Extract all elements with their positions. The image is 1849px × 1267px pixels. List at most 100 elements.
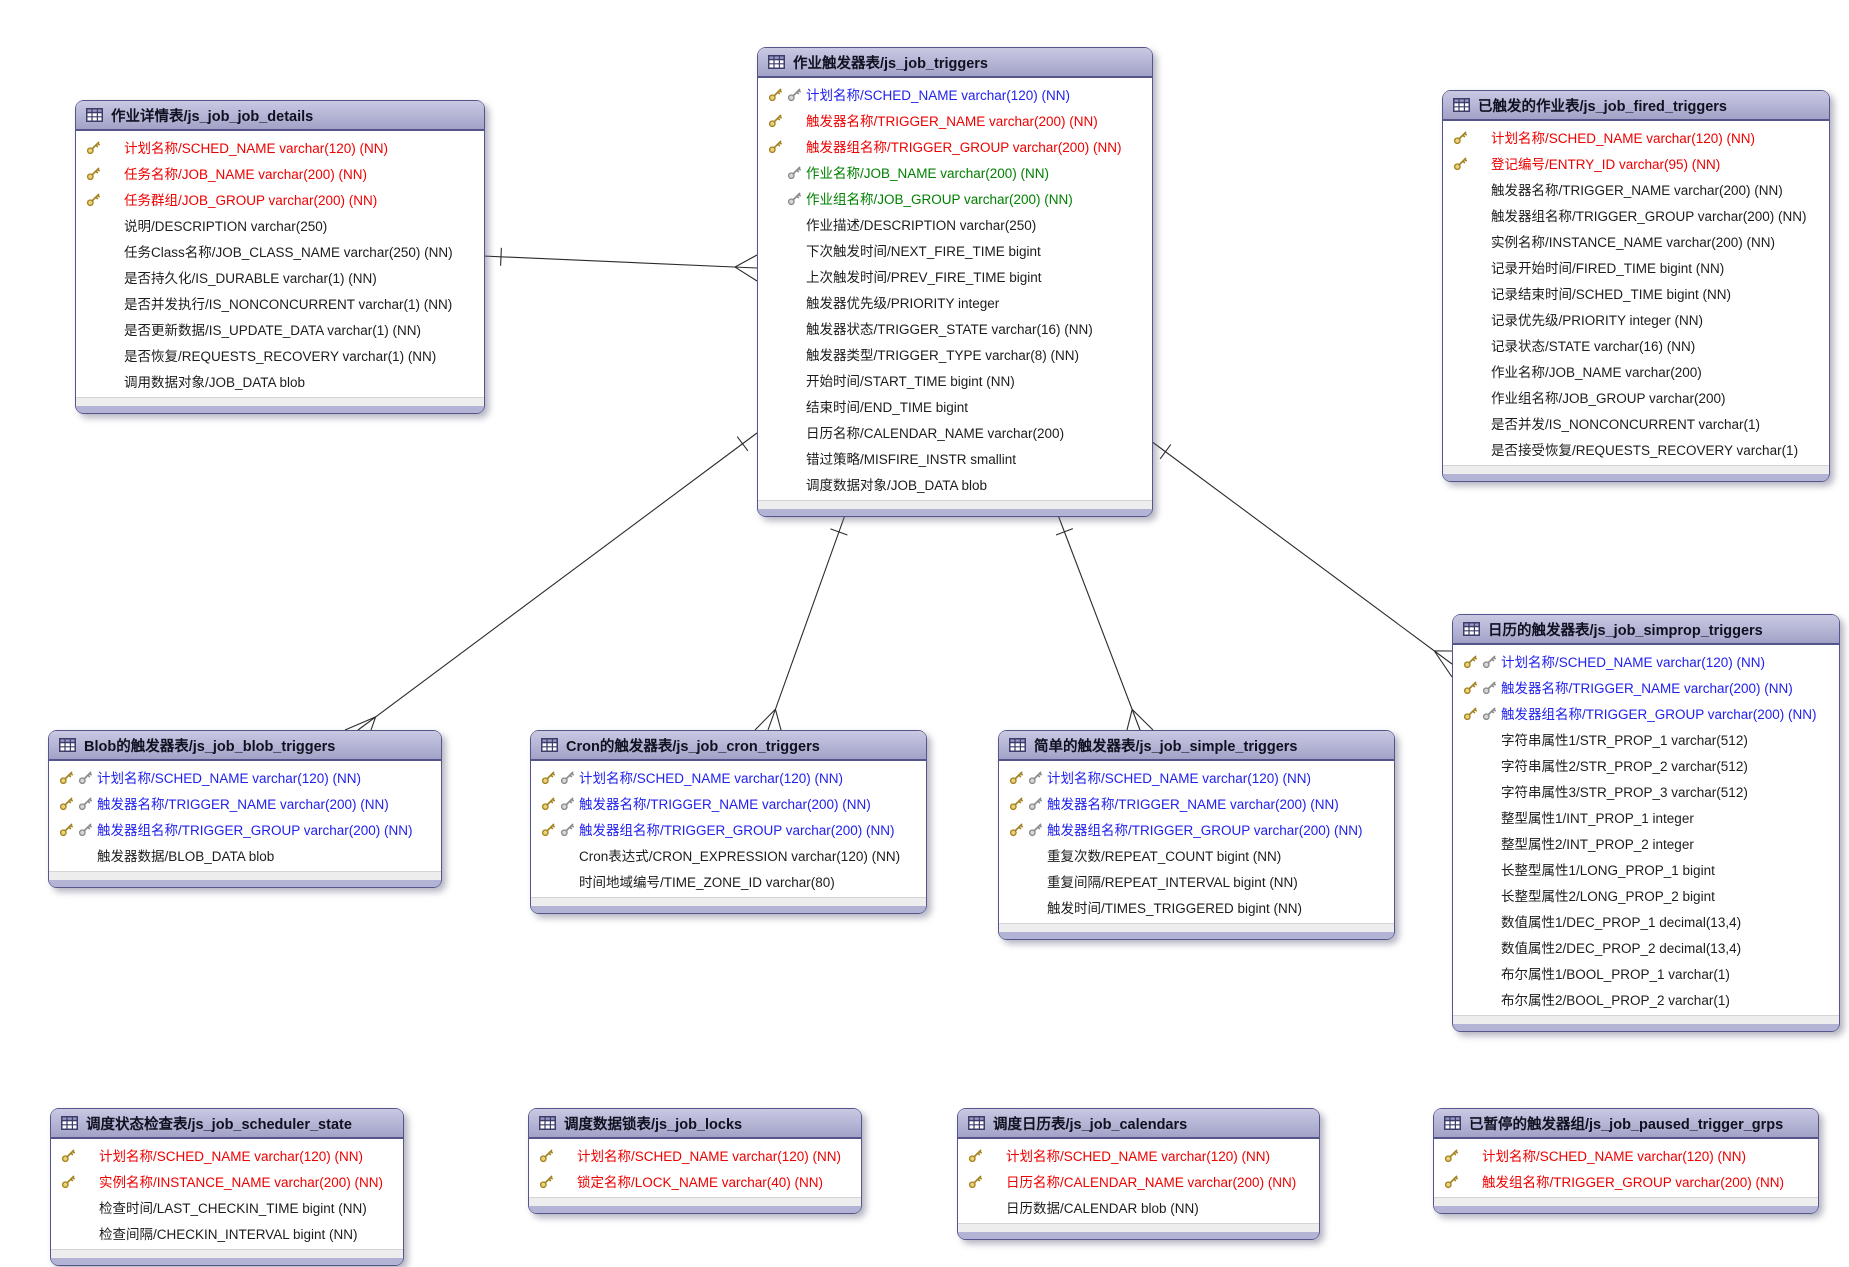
column-row[interactable]: 计划名称/SCHED_NAME varchar(120) (NN): [49, 764, 441, 790]
column-row[interactable]: 字符串属性2/STR_PROP_2 varchar(512): [1453, 752, 1839, 778]
column-row[interactable]: 计划名称/SCHED_NAME varchar(120) (NN): [51, 1142, 403, 1168]
column-row[interactable]: 计划名称/SCHED_NAME varchar(120) (NN): [529, 1142, 861, 1168]
table-header[interactable]: 调度状态检查表/js_job_scheduler_state: [51, 1109, 403, 1139]
table-header[interactable]: 调度日历表/js_job_calendars: [958, 1109, 1319, 1139]
column-row[interactable]: 是否更新数据/IS_UPDATE_DATA varchar(1) (NN): [76, 316, 484, 342]
column-row[interactable]: 触发器组名称/TRIGGER_GROUP varchar(200) (NN): [758, 133, 1152, 159]
column-row[interactable]: 计划名称/SCHED_NAME varchar(120) (NN): [531, 764, 926, 790]
column-row[interactable]: 触发器组名称/TRIGGER_GROUP varchar(200) (NN): [49, 816, 441, 842]
column-row[interactable]: 触发时间/TIMES_TRIGGERED bigint (NN): [999, 894, 1394, 920]
table-js_job_simple_triggers[interactable]: 简单的触发器表/js_job_simple_triggers 计划名称/SCHE…: [998, 730, 1395, 940]
relationship-js_job_triggers-to-js_job_simprop_triggers[interactable]: [1150, 440, 1453, 678]
column-row[interactable]: 是否并发执行/IS_NONCONCURRENT varchar(1) (NN): [76, 290, 484, 316]
column-row[interactable]: 实例名称/INSTANCE_NAME varchar(200) (NN): [51, 1168, 403, 1194]
table-js_job_triggers[interactable]: 作业触发器表/js_job_triggers 计划名称/SCHED_NAME v…: [757, 47, 1153, 517]
column-row[interactable]: 日历名称/CALENDAR_NAME varchar(200): [758, 419, 1152, 445]
column-row[interactable]: 下次触发时间/NEXT_FIRE_TIME bigint: [758, 237, 1152, 263]
column-row[interactable]: 计划名称/SCHED_NAME varchar(120) (NN): [958, 1142, 1319, 1168]
table-js_job_scheduler_state[interactable]: 调度状态检查表/js_job_scheduler_state 计划名称/SCHE…: [50, 1108, 404, 1266]
column-row[interactable]: 触发器状态/TRIGGER_STATE varchar(16) (NN): [758, 315, 1152, 341]
column-row[interactable]: 调用数据对象/JOB_DATA blob: [76, 368, 484, 394]
table-header[interactable]: Cron的触发器表/js_job_cron_triggers: [531, 731, 926, 761]
column-row[interactable]: 日历数据/CALENDAR blob (NN): [958, 1194, 1319, 1220]
table-js_job_blob_triggers[interactable]: Blob的触发器表/js_job_blob_triggers 计划名称/SCHE…: [48, 730, 442, 888]
column-row[interactable]: 记录开始时间/FIRED_TIME bigint (NN): [1443, 254, 1829, 280]
column-row[interactable]: 触发器数据/BLOB_DATA blob: [49, 842, 441, 868]
table-js_job_cron_triggers[interactable]: Cron的触发器表/js_job_cron_triggers 计划名称/SCHE…: [530, 730, 927, 914]
column-row[interactable]: 上次触发时间/PREV_FIRE_TIME bigint: [758, 263, 1152, 289]
column-row[interactable]: 触发器名称/TRIGGER_NAME varchar(200) (NN): [49, 790, 441, 816]
column-row[interactable]: 计划名称/SCHED_NAME varchar(120) (NN): [1453, 648, 1839, 674]
table-header[interactable]: 已暂停的触发器组/js_job_paused_trigger_grps: [1434, 1109, 1818, 1139]
column-row[interactable]: 调度数据对象/JOB_DATA blob: [758, 471, 1152, 497]
table-header[interactable]: 调度数据锁表/js_job_locks: [529, 1109, 861, 1139]
column-row[interactable]: 数值属性1/DEC_PROP_1 decimal(13,4): [1453, 908, 1839, 934]
table-header[interactable]: 日历的触发器表/js_job_simprop_triggers: [1453, 615, 1839, 645]
column-row[interactable]: 作业组名称/JOB_GROUP varchar(200) (NN): [758, 185, 1152, 211]
column-row[interactable]: 计划名称/SCHED_NAME varchar(120) (NN): [1443, 124, 1829, 150]
column-row[interactable]: 字符串属性1/STR_PROP_1 varchar(512): [1453, 726, 1839, 752]
table-header[interactable]: Blob的触发器表/js_job_blob_triggers: [49, 731, 441, 761]
relationship-js_job_triggers-to-js_job_cron_triggers[interactable]: [754, 514, 848, 731]
column-row[interactable]: 是否恢复/REQUESTS_RECOVERY varchar(1) (NN): [76, 342, 484, 368]
column-row[interactable]: 触发器优先级/PRIORITY integer: [758, 289, 1152, 315]
column-row[interactable]: 重复间隔/REPEAT_INTERVAL bigint (NN): [999, 868, 1394, 894]
column-row[interactable]: 是否接受恢复/REQUESTS_RECOVERY varchar(1): [1443, 436, 1829, 462]
column-row[interactable]: 开始时间/START_TIME bigint (NN): [758, 367, 1152, 393]
column-row[interactable]: 触发组名称/TRIGGER_GROUP varchar(200) (NN): [1434, 1168, 1818, 1194]
relationship-js_job_triggers-to-js_job_simple_triggers[interactable]: [1055, 514, 1154, 731]
column-row[interactable]: 说明/DESCRIPTION varchar(250): [76, 212, 484, 238]
column-row[interactable]: 是否持久化/IS_DURABLE varchar(1) (NN): [76, 264, 484, 290]
column-row[interactable]: 是否并发/IS_NONCONCURRENT varchar(1): [1443, 410, 1829, 436]
column-row[interactable]: 整型属性1/INT_PROP_1 integer: [1453, 804, 1839, 830]
column-row[interactable]: 触发器组名称/TRIGGER_GROUP varchar(200) (NN): [999, 816, 1394, 842]
column-row[interactable]: 字符串属性3/STR_PROP_3 varchar(512): [1453, 778, 1839, 804]
column-row[interactable]: 触发器组名称/TRIGGER_GROUP varchar(200) (NN): [1453, 700, 1839, 726]
column-row[interactable]: 错过策略/MISFIRE_INSTR smallint: [758, 445, 1152, 471]
table-header[interactable]: 简单的触发器表/js_job_simple_triggers: [999, 731, 1394, 761]
column-row[interactable]: 布尔属性1/BOOL_PROP_1 varchar(1): [1453, 960, 1839, 986]
column-row[interactable]: 重复次数/REPEAT_COUNT bigint (NN): [999, 842, 1394, 868]
column-row[interactable]: 触发器名称/TRIGGER_NAME varchar(200) (NN): [1443, 176, 1829, 202]
column-row[interactable]: 检查间隔/CHECKIN_INTERVAL bigint (NN): [51, 1220, 403, 1246]
table-js_job_locks[interactable]: 调度数据锁表/js_job_locks 计划名称/SCHED_NAME varc…: [528, 1108, 862, 1214]
column-row[interactable]: 计划名称/SCHED_NAME varchar(120) (NN): [999, 764, 1394, 790]
column-row[interactable]: 作业描述/DESCRIPTION varchar(250): [758, 211, 1152, 237]
column-row[interactable]: 触发器名称/TRIGGER_NAME varchar(200) (NN): [531, 790, 926, 816]
table-header[interactable]: 已触发的作业表/js_job_fired_triggers: [1443, 91, 1829, 121]
table-js_job_job_details[interactable]: 作业详情表/js_job_job_details 计划名称/SCHED_NAME…: [75, 100, 485, 414]
column-row[interactable]: 触发器组名称/TRIGGER_GROUP varchar(200) (NN): [531, 816, 926, 842]
column-row[interactable]: 记录优先级/PRIORITY integer (NN): [1443, 306, 1829, 332]
column-row[interactable]: 整型属性2/INT_PROP_2 integer: [1453, 830, 1839, 856]
column-row[interactable]: 检查时间/LAST_CHECKIN_TIME bigint (NN): [51, 1194, 403, 1220]
table-header[interactable]: 作业详情表/js_job_job_details: [76, 101, 484, 131]
column-row[interactable]: 触发器名称/TRIGGER_NAME varchar(200) (NN): [758, 107, 1152, 133]
relationship-js_job_job_details-to-js_job_triggers[interactable]: [482, 247, 758, 282]
column-row[interactable]: 长整型属性1/LONG_PROP_1 bigint: [1453, 856, 1839, 882]
column-row[interactable]: 结束时间/END_TIME bigint: [758, 393, 1152, 419]
column-row[interactable]: 长整型属性2/LONG_PROP_2 bigint: [1453, 882, 1839, 908]
column-row[interactable]: 任务群组/JOB_GROUP varchar(200) (NN): [76, 186, 484, 212]
column-row[interactable]: Cron表达式/CRON_EXPRESSION varchar(120) (NN…: [531, 842, 926, 868]
column-row[interactable]: 计划名称/SCHED_NAME varchar(120) (NN): [1434, 1142, 1818, 1168]
column-row[interactable]: 记录状态/STATE varchar(16) (NN): [1443, 332, 1829, 358]
column-row[interactable]: 计划名称/SCHED_NAME varchar(120) (NN): [76, 134, 484, 160]
column-row[interactable]: 作业名称/JOB_NAME varchar(200) (NN): [758, 159, 1152, 185]
column-row[interactable]: 登记编号/ENTRY_ID varchar(95) (NN): [1443, 150, 1829, 176]
column-row[interactable]: 任务Class名称/JOB_CLASS_NAME varchar(250) (N…: [76, 238, 484, 264]
column-row[interactable]: 布尔属性2/BOOL_PROP_2 varchar(1): [1453, 986, 1839, 1012]
column-row[interactable]: 数值属性2/DEC_PROP_2 decimal(13,4): [1453, 934, 1839, 960]
column-row[interactable]: 触发器组名称/TRIGGER_GROUP varchar(200) (NN): [1443, 202, 1829, 228]
column-row[interactable]: 日历名称/CALENDAR_NAME varchar(200) (NN): [958, 1168, 1319, 1194]
table-js_job_paused_trigger_grps[interactable]: 已暂停的触发器组/js_job_paused_trigger_grps 计划名称…: [1433, 1108, 1819, 1214]
column-row[interactable]: 触发器名称/TRIGGER_NAME varchar(200) (NN): [999, 790, 1394, 816]
table-js_job_simprop_triggers[interactable]: 日历的触发器表/js_job_simprop_triggers 计划名称/SCH…: [1452, 614, 1840, 1032]
table-js_job_fired_triggers[interactable]: 已触发的作业表/js_job_fired_triggers 计划名称/SCHED…: [1442, 90, 1830, 482]
column-row[interactable]: 触发器名称/TRIGGER_NAME varchar(200) (NN): [1453, 674, 1839, 700]
column-row[interactable]: 触发器类型/TRIGGER_TYPE varchar(8) (NN): [758, 341, 1152, 367]
column-row[interactable]: 实例名称/INSTANCE_NAME varchar(200) (NN): [1443, 228, 1829, 254]
table-js_job_calendars[interactable]: 调度日历表/js_job_calendars 计划名称/SCHED_NAME v…: [957, 1108, 1320, 1240]
table-header[interactable]: 作业触发器表/js_job_triggers: [758, 48, 1152, 78]
column-row[interactable]: 计划名称/SCHED_NAME varchar(120) (NN): [758, 81, 1152, 107]
relationship-js_job_triggers-to-js_job_blob_triggers[interactable]: [344, 432, 758, 731]
